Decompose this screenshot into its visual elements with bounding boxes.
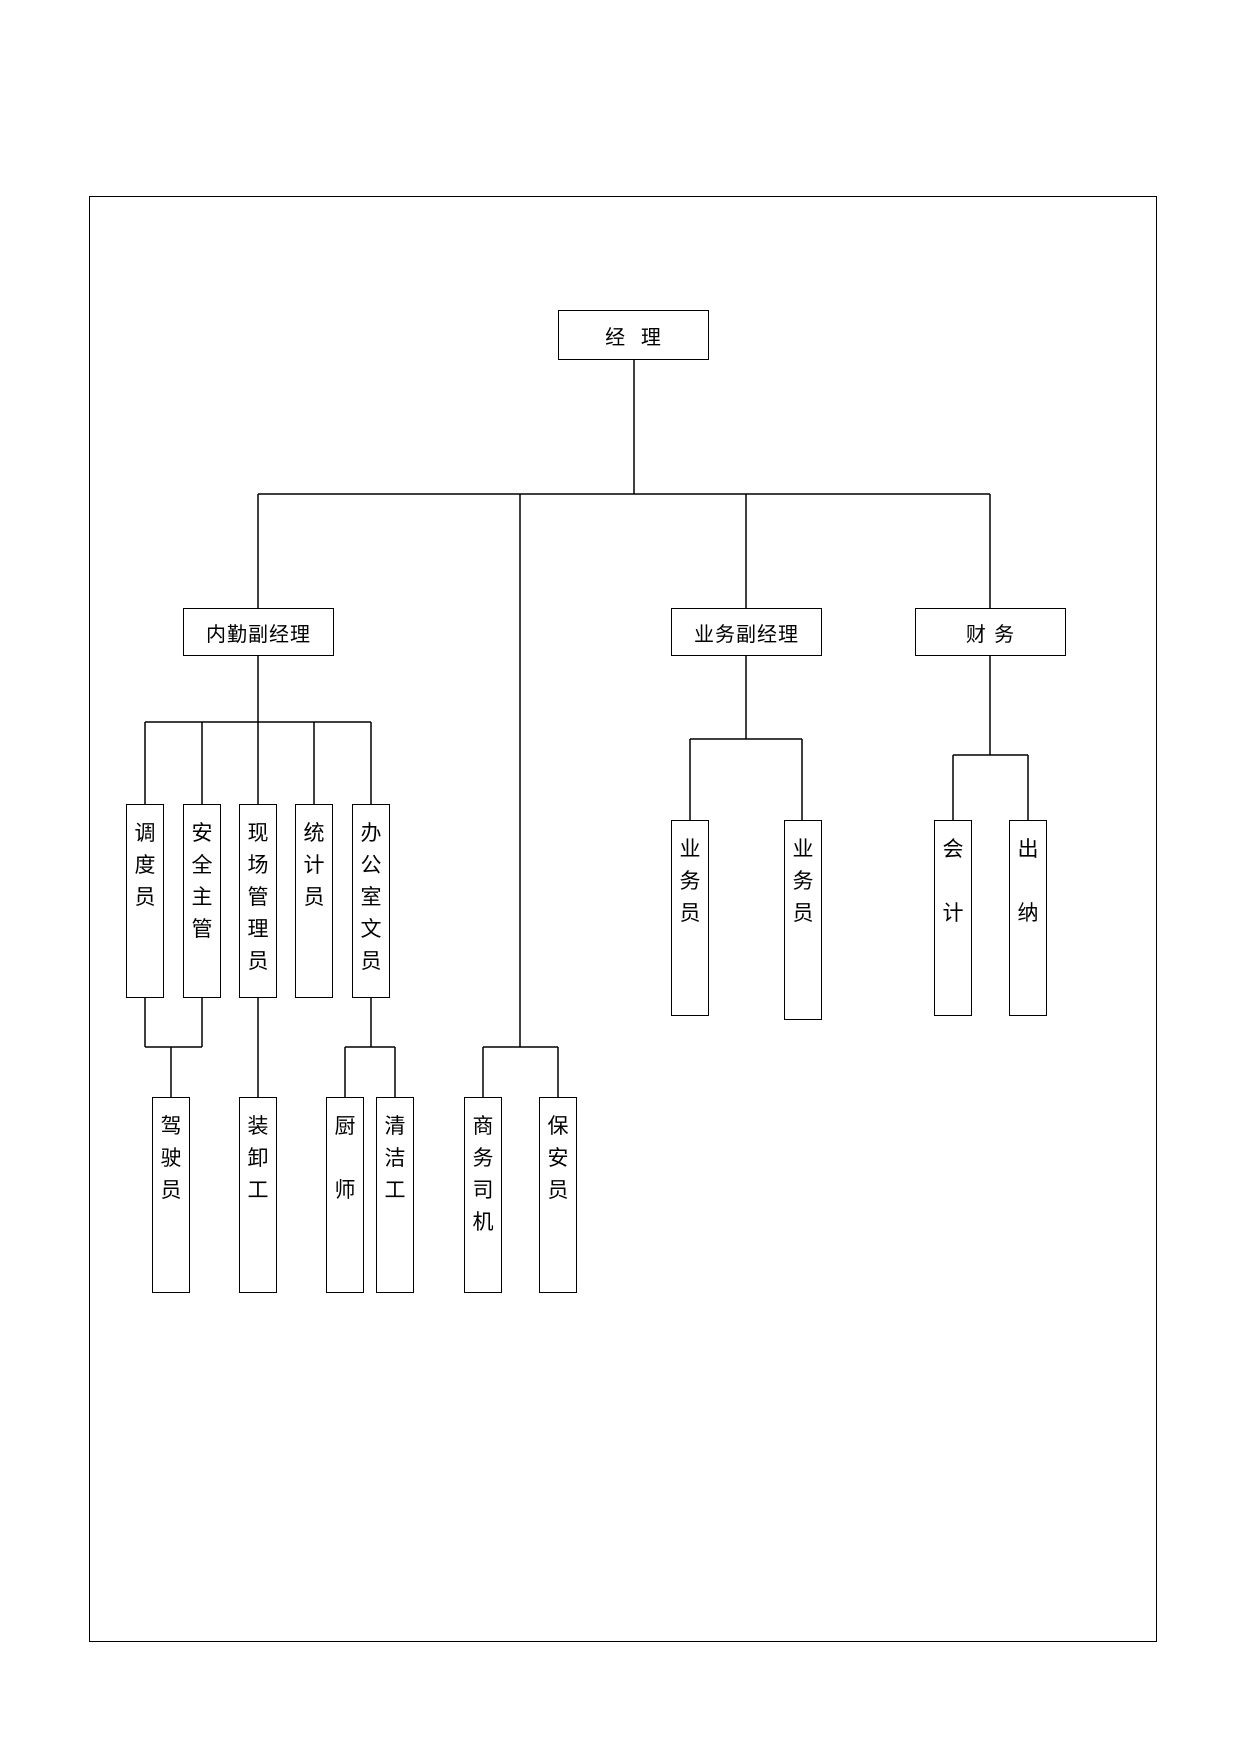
manager-box: 经 理 bbox=[558, 310, 709, 360]
label-char: 纳 bbox=[1017, 901, 1039, 925]
label-char: 全 bbox=[191, 853, 213, 877]
label-char: 工 bbox=[384, 1178, 406, 1202]
label-char: 商 bbox=[472, 1114, 494, 1138]
label-char: 出 bbox=[1017, 837, 1039, 861]
label-char: 厨 bbox=[334, 1114, 356, 1138]
label-char: 务 bbox=[472, 1146, 494, 1170]
label-char: 业 bbox=[792, 837, 814, 861]
manager-label: 经 理 bbox=[605, 324, 662, 349]
label-char: 计 bbox=[303, 853, 325, 877]
label-char: 机 bbox=[472, 1210, 494, 1234]
label-char: 员 bbox=[792, 901, 814, 925]
label-char: 调 bbox=[134, 821, 156, 845]
label-char: 清 bbox=[384, 1114, 406, 1138]
label-char: 员 bbox=[160, 1178, 182, 1202]
label-char: 务 bbox=[792, 869, 814, 893]
security-guard-box: 保安员 bbox=[539, 1097, 577, 1293]
driver-box: 驾驶员 bbox=[152, 1097, 190, 1293]
label-char: 办 bbox=[360, 821, 382, 845]
statistician-box: 统计员 bbox=[295, 804, 333, 998]
label-char: 主 bbox=[191, 885, 213, 909]
label-char: 员 bbox=[303, 885, 325, 909]
label-char: 司 bbox=[472, 1178, 494, 1202]
accountant-box: 会计 bbox=[934, 820, 972, 1016]
deputy-business-box: 业务副经理 bbox=[671, 608, 822, 656]
salesperson-2-box: 业务员 bbox=[784, 820, 822, 1020]
label-char: 理 bbox=[247, 917, 269, 941]
label-char: 公 bbox=[360, 853, 382, 877]
label-char: 度 bbox=[134, 853, 156, 877]
label-char: 安 bbox=[547, 1146, 569, 1170]
label-char: 员 bbox=[679, 901, 701, 925]
label-char: 员 bbox=[547, 1178, 569, 1202]
label-char: 场 bbox=[247, 853, 269, 877]
label-char: 保 bbox=[547, 1114, 569, 1138]
label-char: 员 bbox=[247, 949, 269, 973]
label-char: 卸 bbox=[247, 1146, 269, 1170]
finance-label: 财 务 bbox=[965, 621, 1016, 646]
label-char: 会 bbox=[942, 837, 964, 861]
cook-box: 厨师 bbox=[326, 1097, 364, 1293]
label-char: 现 bbox=[247, 821, 269, 845]
label-char: 驶 bbox=[160, 1146, 182, 1170]
label-char: 业 bbox=[679, 837, 701, 861]
cashier-box: 出纳 bbox=[1009, 820, 1047, 1016]
label-char: 管 bbox=[191, 917, 213, 941]
label-char: 管 bbox=[247, 885, 269, 909]
label-char: 务 bbox=[679, 869, 701, 893]
page-frame bbox=[89, 196, 1157, 1642]
salesperson-1-box: 业务员 bbox=[671, 820, 709, 1016]
office-clerk-box: 办公室文员 bbox=[352, 804, 390, 998]
cleaner-box: 清洁工 bbox=[376, 1097, 414, 1293]
label-char: 员 bbox=[134, 885, 156, 909]
label-char: 员 bbox=[360, 949, 382, 973]
business-driver-box: 商务司机 bbox=[464, 1097, 502, 1293]
deputy-business-label: 业务副经理 bbox=[694, 621, 799, 646]
loader-box: 装卸工 bbox=[239, 1097, 277, 1293]
label-char: 驾 bbox=[160, 1114, 182, 1138]
safety-supervisor-box: 安全主管 bbox=[183, 804, 221, 998]
finance-box: 财 务 bbox=[915, 608, 1066, 656]
deputy-internal-label: 内勤副经理 bbox=[206, 621, 311, 646]
label-char: 文 bbox=[360, 917, 382, 941]
label-char: 统 bbox=[303, 821, 325, 845]
dispatcher-box: 调度员 bbox=[126, 804, 164, 998]
label-char: 计 bbox=[942, 901, 964, 925]
label-char: 装 bbox=[247, 1114, 269, 1138]
label-char: 安 bbox=[191, 821, 213, 845]
label-char: 洁 bbox=[384, 1146, 406, 1170]
label-char: 师 bbox=[334, 1178, 356, 1202]
label-char: 工 bbox=[247, 1178, 269, 1202]
deputy-internal-box: 内勤副经理 bbox=[183, 608, 334, 656]
site-manager-box: 现场管理员 bbox=[239, 804, 277, 998]
label-char: 室 bbox=[360, 885, 382, 909]
